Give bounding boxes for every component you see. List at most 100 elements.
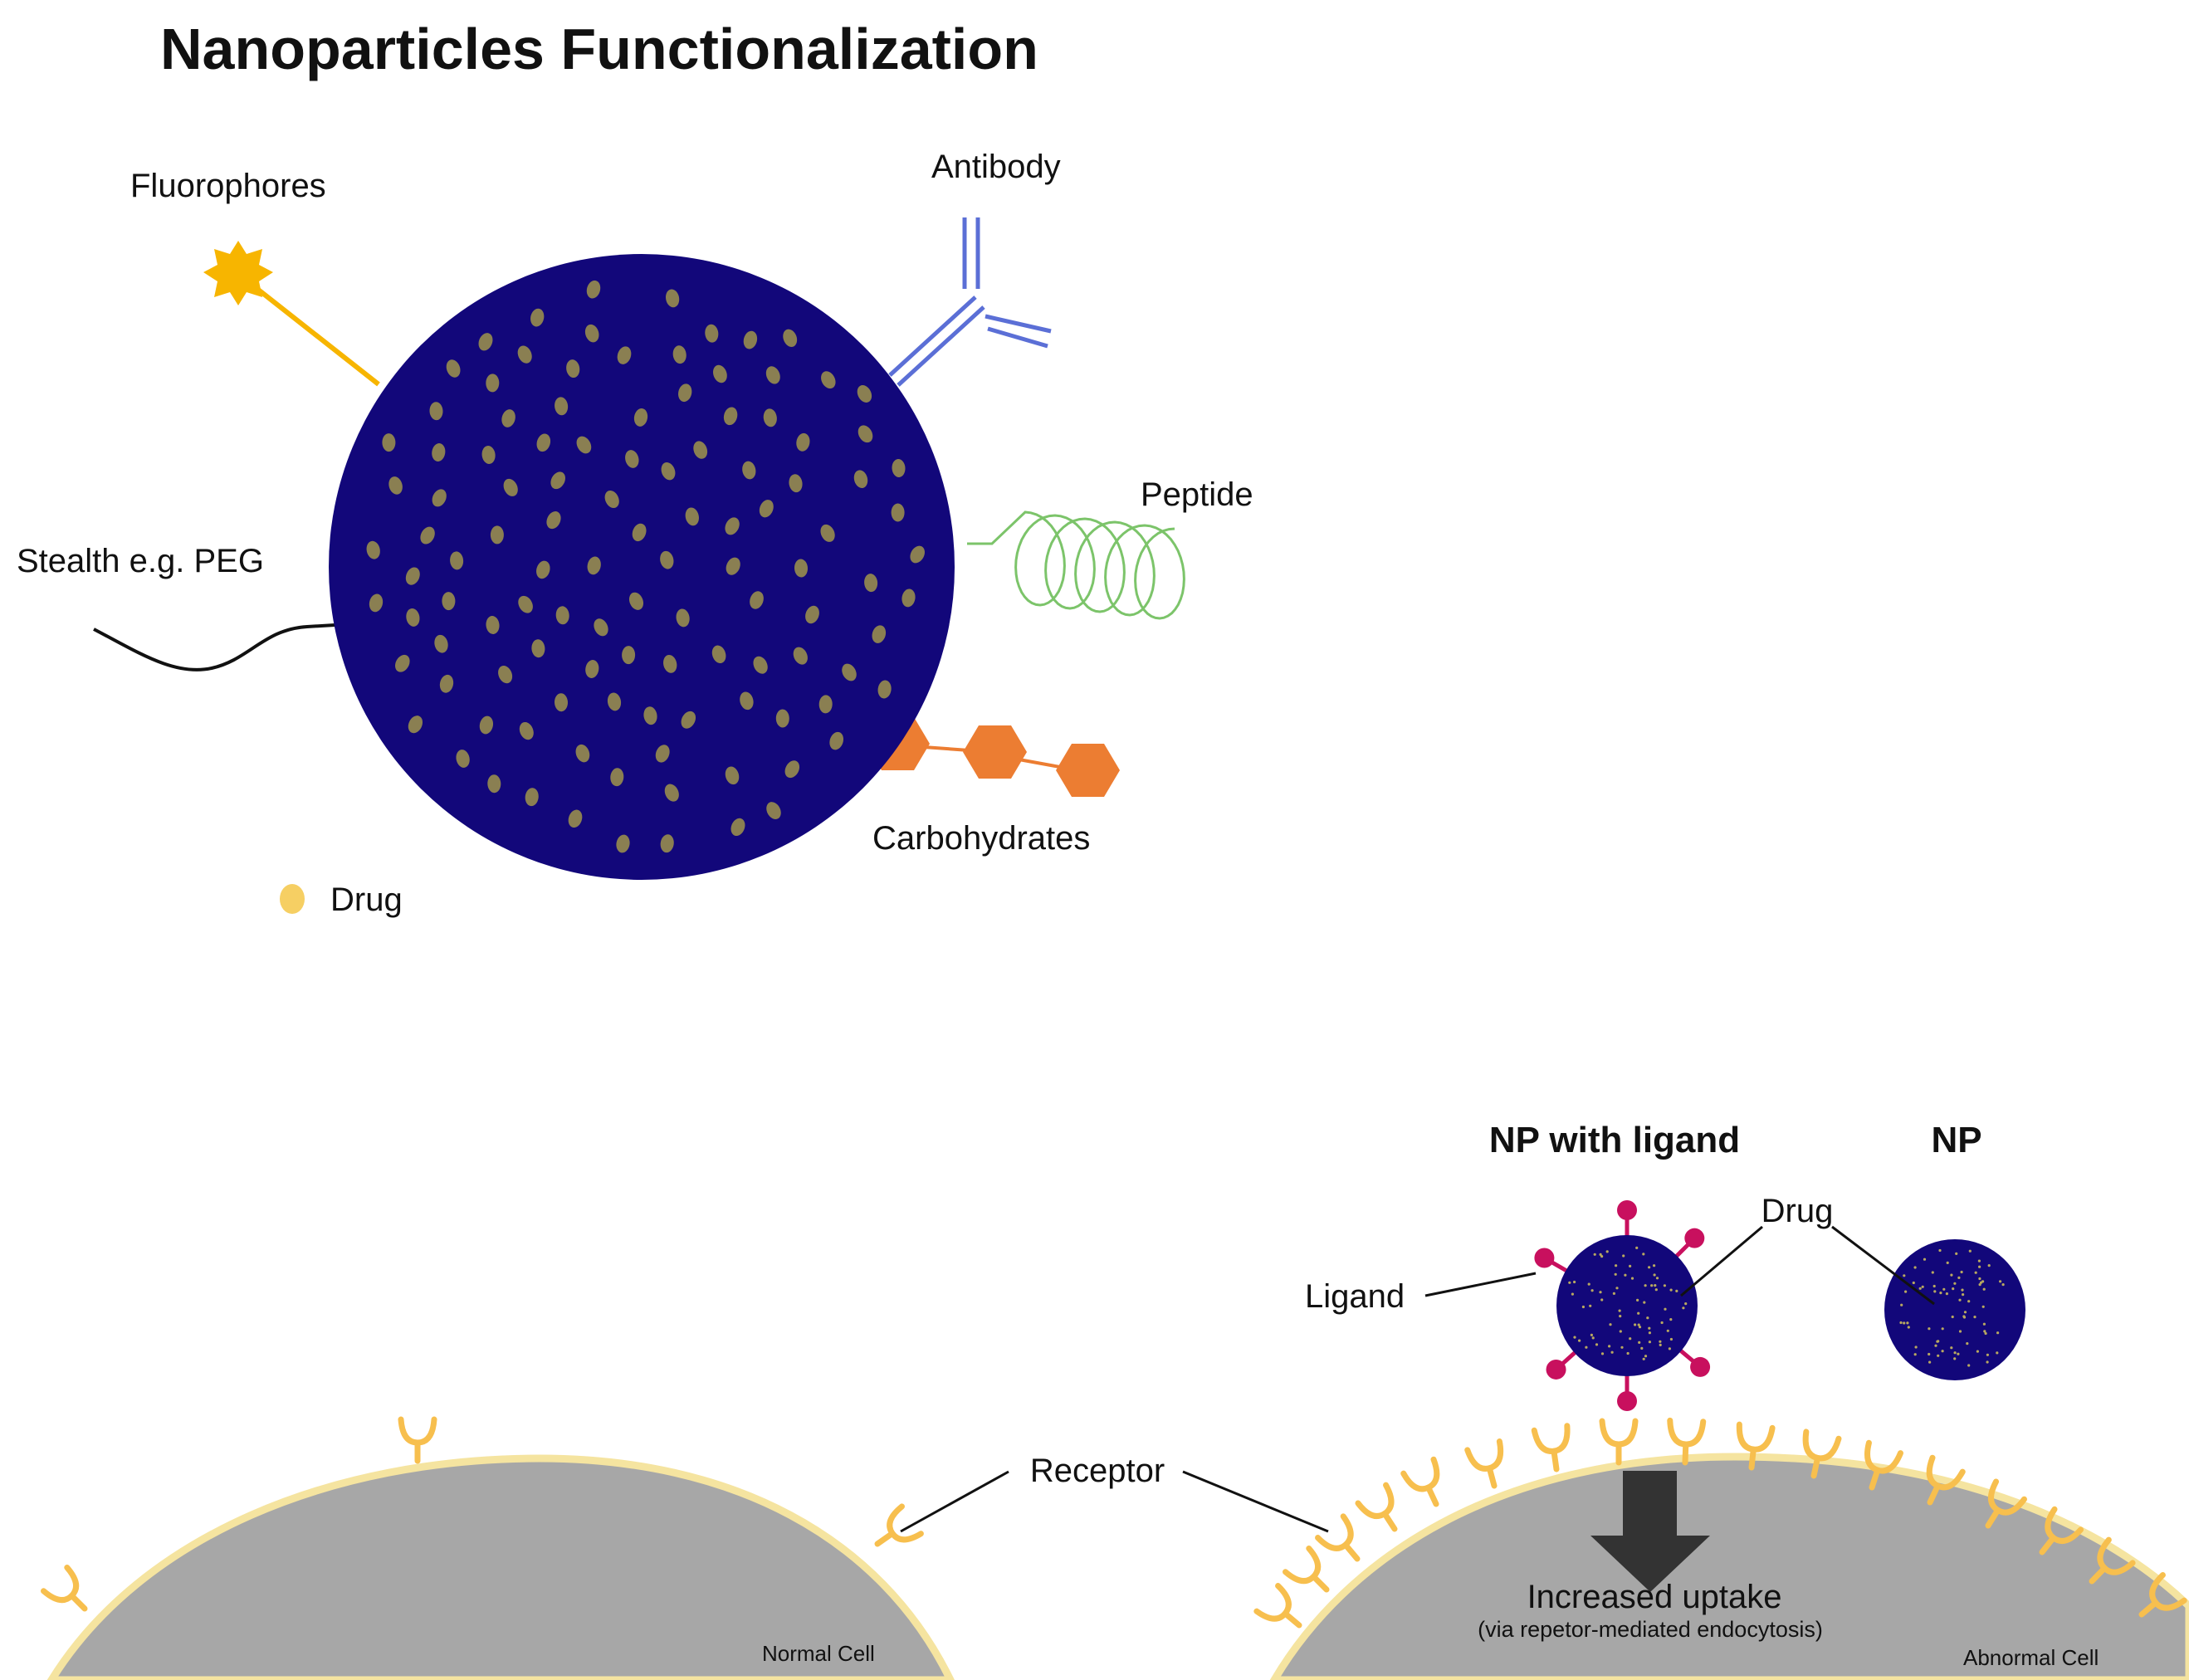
drug-dot (1646, 1316, 1649, 1320)
receptor-icon (1864, 1439, 1903, 1491)
drug-dot (1938, 1248, 1942, 1253)
receptor-icon (1283, 1546, 1330, 1593)
drug-dot (1573, 1336, 1576, 1339)
drug-dot (554, 693, 569, 712)
drug-dot (610, 768, 624, 787)
drug-dot (1976, 1350, 1979, 1353)
drug-legend-icon (280, 884, 305, 914)
drug-dot (632, 523, 647, 542)
label-abnormal-cell: Abnormal Cell (1963, 1645, 2099, 1670)
np-with-ligand-core (1556, 1235, 1698, 1376)
drug-dot (518, 595, 533, 613)
drug-dot (910, 545, 925, 564)
drug-dot (1619, 1330, 1622, 1333)
drug-dot (1966, 1342, 1969, 1345)
drug-dot (1612, 1292, 1615, 1295)
drug-dot (395, 654, 410, 672)
drug-dot (1610, 1350, 1614, 1354)
label-np: NP (1931, 1120, 1981, 1160)
drug-dot (1618, 1309, 1621, 1312)
drug-dot (628, 592, 644, 610)
drug-dot (1590, 1333, 1593, 1336)
drug-dot (501, 409, 515, 427)
ligand-head-icon (1617, 1200, 1637, 1220)
drug-dot (536, 560, 550, 579)
drug-dot (1953, 1357, 1957, 1360)
ligand-head-icon (1684, 1228, 1705, 1248)
drug-dot (1967, 1364, 1971, 1367)
fluorophore-linker (237, 271, 380, 387)
drug-dot (1640, 1346, 1644, 1350)
drug-dot (1973, 1316, 1976, 1319)
drug-dot (1669, 1318, 1673, 1321)
drug-dot (858, 425, 873, 443)
drug-dot (1934, 1344, 1937, 1347)
drug-dot (1903, 1321, 1906, 1325)
drug-dot (1937, 1354, 1940, 1357)
drug-dot (429, 402, 443, 421)
drug-dot (1981, 1305, 1985, 1308)
drug-dot (1996, 1331, 2000, 1335)
drug-dot (1642, 1253, 1645, 1256)
drug-dot (586, 280, 601, 299)
drug-dot (1636, 1298, 1639, 1302)
drug-dot (685, 507, 699, 526)
label-antibody: Antibody (931, 149, 1061, 185)
leader-lines (900, 1225, 1935, 1533)
drug-dot (1950, 1346, 1953, 1350)
drug-dot (726, 557, 740, 575)
drug-dot (555, 606, 569, 625)
drug-dot (481, 446, 496, 464)
ligand-head-icon (1546, 1359, 1566, 1380)
label-carbohydrates: Carbohydrates (872, 820, 1090, 857)
drug-dot (616, 834, 630, 853)
drug-dot (1648, 1326, 1651, 1330)
drug-dot (853, 470, 868, 489)
label-np-with-ligand: NP with ligand (1489, 1120, 1740, 1160)
np-drug-dots (1899, 1248, 2005, 1367)
drug-dot (1620, 1345, 1624, 1349)
drug-dot (805, 605, 819, 624)
drug-dot (1981, 1280, 1985, 1283)
receptor-icon (1667, 1417, 1707, 1466)
drug-dot (1644, 1284, 1647, 1287)
drug-dot (1648, 1341, 1651, 1344)
drug-dot (829, 731, 844, 750)
drug-dot (643, 706, 657, 725)
drug-dot (408, 715, 423, 734)
drug-dot (753, 656, 768, 674)
drug-dot (901, 588, 916, 608)
drug-dot (712, 364, 727, 383)
receptor-icon (398, 1416, 437, 1464)
drug-dot (1958, 1298, 1962, 1302)
drug-dot (1637, 1311, 1640, 1315)
drug-dot (1624, 1273, 1627, 1277)
drug-dot (1589, 1304, 1592, 1307)
drug-dot (664, 784, 679, 802)
stealth-peg-chain (93, 623, 349, 672)
drug-dot (1978, 1277, 1981, 1281)
drug-dot (1571, 1292, 1574, 1296)
drug-dot (1912, 1281, 1915, 1285)
drug-dot (546, 511, 561, 530)
drug-dot (672, 345, 687, 364)
drug-dot (1923, 1258, 1927, 1261)
drug-dot (1951, 1315, 1954, 1319)
drug-dots (366, 280, 925, 853)
drug-dot (1928, 1327, 1931, 1331)
drug-dot (1952, 1287, 1955, 1291)
normal-cell (46, 1454, 955, 1680)
drug-dot (1581, 1305, 1585, 1309)
drug-dot (607, 692, 622, 711)
drug-dot (1960, 1270, 1963, 1274)
drug-dot (1983, 1330, 1986, 1333)
drug-dot (530, 308, 545, 327)
drug-dot (1629, 1264, 1632, 1267)
receptor-icon (1599, 1418, 1639, 1466)
drug-dot (1660, 1321, 1664, 1325)
drug-dot (1986, 1353, 1989, 1356)
drug-dot (1644, 1355, 1648, 1358)
uptake-arrow-icon (1590, 1471, 1710, 1592)
drug-dot (1626, 1351, 1630, 1355)
drug-dot (575, 744, 590, 763)
